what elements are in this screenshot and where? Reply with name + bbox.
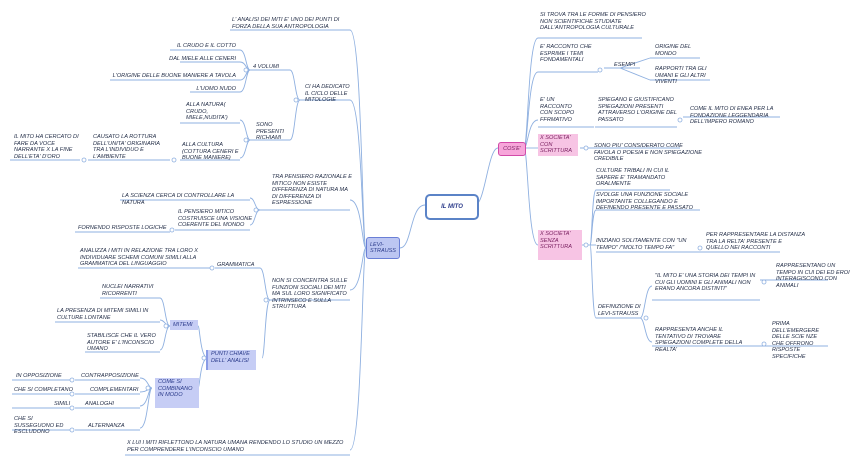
- root-node[interactable]: IL MITO: [425, 194, 479, 220]
- node-alla-natura[interactable]: ALLA NATURA( CRUDO, MIELE,NUDITA'): [186, 102, 228, 122]
- node-origine-mondo[interactable]: ORIGINE DEL MONDO: [655, 44, 691, 57]
- node-si-susseguono[interactable]: CHE SI SUSSEGUONO ED ESCLUDONO: [14, 416, 64, 436]
- node-definizione[interactable]: DEFINIZIONE DI LEVI-STRAUSS: [598, 304, 641, 317]
- node-cosa-e[interactable]: COS'E': [498, 142, 526, 156]
- node-nuclei[interactable]: NUCLEI NARRATIVI RICORRENTI: [102, 284, 154, 297]
- node-storia-tempi[interactable]: "IL MITO E' UNA STORIA DEI TEMPI IN CUI …: [655, 273, 756, 293]
- node-alla-cultura[interactable]: ALLA CULTURA (COTTURA CENERI E BUONE MAN…: [182, 142, 239, 162]
- node-rapporti[interactable]: RAPPORTI TRA GLI UMANI E GLI ALTRI VIVEN…: [655, 66, 707, 86]
- node-eta-oro[interactable]: IL MITO HA CERCATO DI FARE DA VOCE NARRA…: [14, 134, 79, 160]
- node-funzione-sociale[interactable]: SVOLGE UNA FUNZIONE SOCIALE IMPORTANTE C…: [596, 192, 693, 212]
- node-grammatica[interactable]: GRAMMATICA: [217, 262, 255, 268]
- node-uomo-nudo[interactable]: L'UOMO NUDO: [196, 86, 236, 92]
- node-analisi-miti[interactable]: L' ANALISI DEI MITI E' UNO DEI PUNTI DI …: [232, 17, 340, 30]
- node-tentativo[interactable]: RAPPRESENTA ANCHE IL TENTATIVO DI TROVAR…: [655, 327, 743, 353]
- node-favola[interactable]: SONO PIU' CONSIDERATO COME FAVOLA O POES…: [594, 143, 702, 163]
- node-un-tempo[interactable]: INIZIANO SOLITAMENTE CON "UN TEMPO" /"MO…: [596, 238, 687, 251]
- node-presenza-mitemi[interactable]: LA PRESENZA DI MITEMI SIMILI IN CULTURE …: [57, 308, 149, 321]
- node-analizza-miti[interactable]: ANALIZZA I MITI IN RELAZIONE TRA LORO X …: [80, 248, 199, 268]
- node-punti-chiave[interactable]: PUNTI CHIAVE DELL' ANALISI: [206, 350, 256, 370]
- node-levi-strauss[interactable]: LEVI- STRAUSS: [366, 237, 400, 259]
- node-natura-umana[interactable]: X LUI I MITI RIFLETTONO LA NATURA UMANA …: [127, 440, 344, 453]
- node-miele-ceneri[interactable]: DAL MIELE ALLE CENERI: [169, 56, 236, 62]
- node-spiegano[interactable]: SPIEGANO E GIUSTIFICANO SPIEGAZIONI PRES…: [598, 97, 677, 123]
- node-racconto-temi[interactable]: E' RACCONTO CHE ESPRIME I TEMI FONDAMENT…: [540, 44, 592, 64]
- node-sono-presenti[interactable]: SONO PRESENTI RICHIAMI: [256, 122, 284, 142]
- node-analoghi[interactable]: ANALOGHI: [85, 401, 114, 407]
- node-simili[interactable]: SIMILI: [54, 401, 71, 407]
- node-funzioni-sociali[interactable]: NON SI CONCENTRA SULLE FUNZIONI SOCIALI …: [272, 278, 348, 311]
- node-dei-eroi[interactable]: RAPPRESENTANO UN TEMPO IN CUI DEI ED ERO…: [776, 263, 850, 289]
- node-pensiero-razionale[interactable]: TRA PENSIERO RAZIONALE E MITICO NON ESIS…: [272, 174, 352, 207]
- node-come-combinano[interactable]: COME SI COMBINANO IN MODO: [155, 378, 199, 408]
- node-pensiero-mitico[interactable]: IL PENSIERO MITICO COSTRUISCE UNA VISION…: [178, 209, 253, 229]
- node-mitemi[interactable]: MITEMI: [170, 320, 198, 330]
- node-contrapposizione[interactable]: CONTRAPPOSIZIONE: [81, 373, 139, 379]
- node-alternanza[interactable]: ALTERNANZA: [88, 423, 125, 429]
- node-culture-tribali[interactable]: CULTURE TRIBALI IN CUI IL SAPERE E' TRAM…: [596, 168, 670, 188]
- node-enea[interactable]: COME IL MITO DI ENEA PER LA FONDAZIONE L…: [690, 106, 774, 126]
- node-esempi[interactable]: ESEMPI: [614, 62, 636, 68]
- node-vero-autore[interactable]: STABILISCE CHE IL VERO AUTORE E' L'INCON…: [87, 333, 156, 353]
- node-rottura[interactable]: CAUSATO LA ROTTURA DELL'UNITA' ORIGINARI…: [93, 134, 160, 160]
- node-si-completano[interactable]: CHE SI COMPLETANO: [14, 387, 73, 393]
- node-con-scrittura[interactable]: X SOCIETA' CON SCRITTURA: [538, 134, 578, 156]
- node-prima-scienze[interactable]: PRIMA DELL'EMERGERE DELLE SCIE NZE CHE O…: [772, 321, 820, 360]
- node-scienza[interactable]: LA SCIENZA CERCA DI CONTROLLARE LA NATUR…: [122, 193, 235, 206]
- node-scopo-formativo[interactable]: E' UN RACCONTO CON SCOPO FFRMATIVO: [540, 97, 575, 123]
- node-ciclo-mitologie[interactable]: CI HA DEDICATO IL CICLO DELLE MITOLOGIE: [305, 84, 350, 104]
- node-forme-pensiero[interactable]: SI TROVA TRA LE FORME DI PENSIERO NON SC…: [540, 12, 646, 32]
- node-complementari[interactable]: COMPLEMENTARI: [90, 387, 139, 393]
- node-crudo-cotto[interactable]: IL CRUDO E IL COTTO: [176, 43, 236, 49]
- node-senza-scrittura[interactable]: X SOCIETA' SENZA SCRITTURA: [538, 230, 582, 260]
- node-risposte-logiche[interactable]: FORNENDO RISPOSTE LOGICHE: [78, 225, 167, 231]
- node-buone-maniere[interactable]: L'ORIGINE DELLE BUONE MANIERE A TAVOLA: [112, 73, 236, 79]
- node-in-opposizione[interactable]: IN OPPOSIZIONE: [16, 373, 62, 379]
- node-distanza[interactable]: PER RAPPRESENTARE LA DISTANZA TRA LA REL…: [706, 232, 805, 252]
- node-4-volumi[interactable]: 4 VOLUMI: [253, 64, 280, 70]
